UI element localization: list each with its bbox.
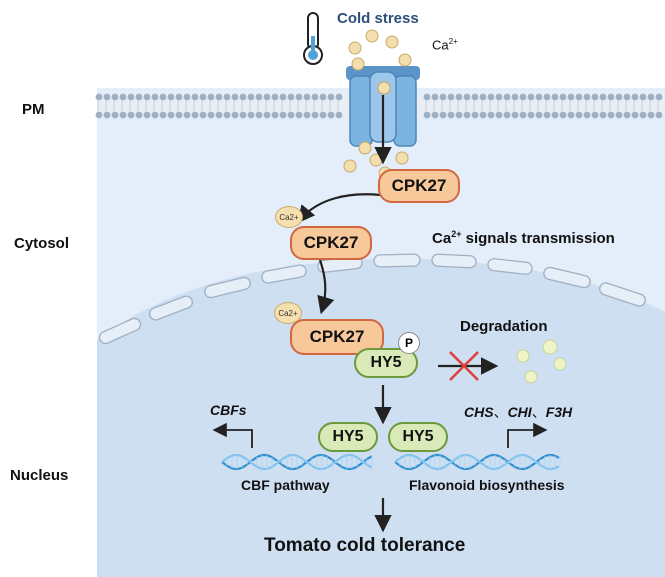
flavonoid-start-arrow <box>507 422 548 448</box>
gene-chs: CHS <box>464 404 494 420</box>
calcium-bound-badge: Ca2+ <box>275 206 303 228</box>
gene-separator: 、 <box>531 404 546 420</box>
pathway-cbf: CBF pathway <box>241 477 330 493</box>
thermometer-icon <box>303 12 323 65</box>
gene-f3h: F3H <box>545 404 573 420</box>
ion-charge: 2+ <box>448 37 458 46</box>
degradation-label: Degradation <box>460 318 548 335</box>
compartment-label-cytosol: Cytosol <box>14 235 70 252</box>
dna-helix-icon <box>221 453 561 471</box>
signals-label: Ca2+ signals transmission <box>432 229 615 247</box>
blocked-arrow-icon <box>449 351 479 381</box>
compartment-label-pm: PM <box>22 101 45 118</box>
signals-text: signals transmission <box>461 230 615 247</box>
cpk27-ca-bound: CPK27 <box>290 226 372 260</box>
signal-arrow-1 <box>297 193 381 224</box>
pathway-flavonoid: Flavonoid biosynthesis <box>409 477 565 493</box>
gene-chi: CHI <box>507 404 532 420</box>
cpk27-inactive: CPK27 <box>378 169 460 203</box>
signals-charge: 2+ <box>451 229 462 239</box>
cbfs-start-arrow <box>212 422 253 448</box>
degradation-fragments <box>516 339 567 384</box>
phosphate-badge: P <box>398 332 420 354</box>
outcome-label: Tomato cold tolerance <box>264 535 466 556</box>
signal-arrow-2 <box>317 259 335 315</box>
calcium-ion-label: Ca2+ <box>432 37 458 52</box>
hy5-phosphorylated: HY5 <box>354 348 418 378</box>
calcium-bound-badge: Ca2+ <box>274 302 302 324</box>
gene-separator: 、 <box>493 404 508 420</box>
cpk27-nuclear: CPK27 <box>290 319 384 355</box>
hy5-bound-flavonoid: HY5 <box>388 422 448 452</box>
ion-symbol: Ca <box>432 37 449 53</box>
nuclear-envelope <box>98 253 646 345</box>
gene-list-flavonoid: CHS、CHI、F3H <box>464 402 572 422</box>
compartment-label-nucleus: Nucleus <box>10 467 69 484</box>
signals-ion: Ca <box>432 230 452 247</box>
hy5-bound-cbf: HY5 <box>318 422 378 452</box>
stimulus-title: Cold stress <box>337 10 419 27</box>
gene-cbfs: CBFs <box>210 402 247 418</box>
